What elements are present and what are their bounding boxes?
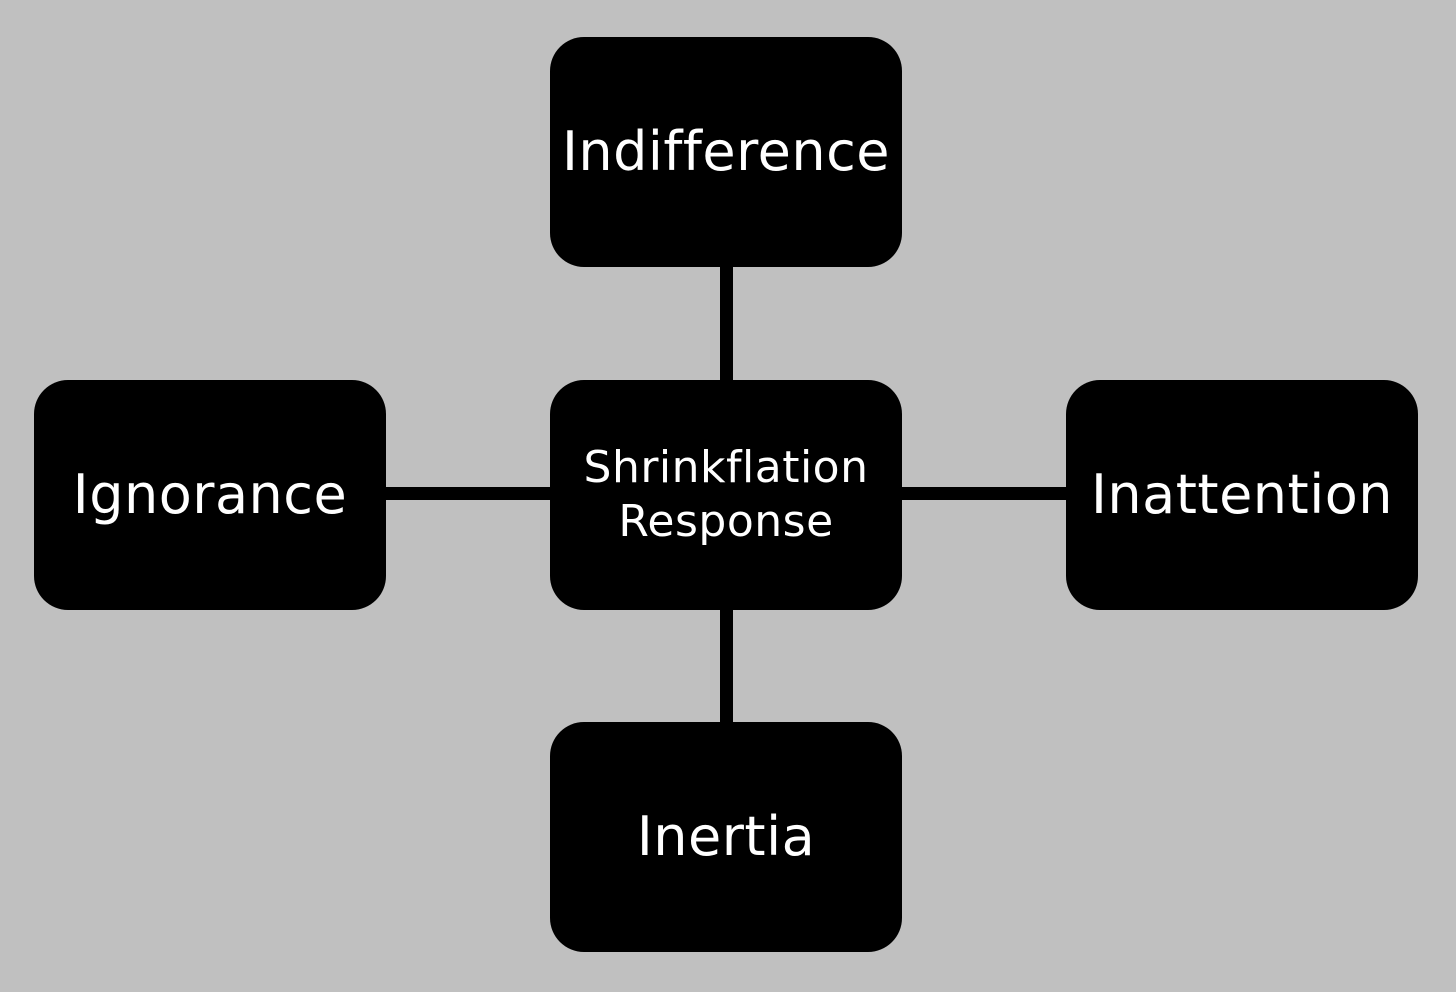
node-indifference: Indifference [550,37,902,267]
node-center-label: Shrinkflation Response [584,441,869,548]
node-inertia: Inertia [550,722,902,952]
center-line-1: Shrinkflation [583,442,869,494]
node-ignorance: Ignorance [34,380,386,610]
node-inattention-label: Inattention [1091,462,1393,526]
node-inertia-label: Inertia [636,804,816,868]
node-inattention: Inattention [1066,380,1418,610]
connector-top [720,266,733,382]
center-line-2: Response [618,496,834,547]
node-indifference-label: Indifference [561,119,891,183]
connector-right [900,487,1068,500]
connector-left [384,487,552,500]
connector-bottom [720,608,733,724]
node-ignorance-label: Ignorance [72,462,348,526]
node-center: Shrinkflation Response [550,380,902,610]
